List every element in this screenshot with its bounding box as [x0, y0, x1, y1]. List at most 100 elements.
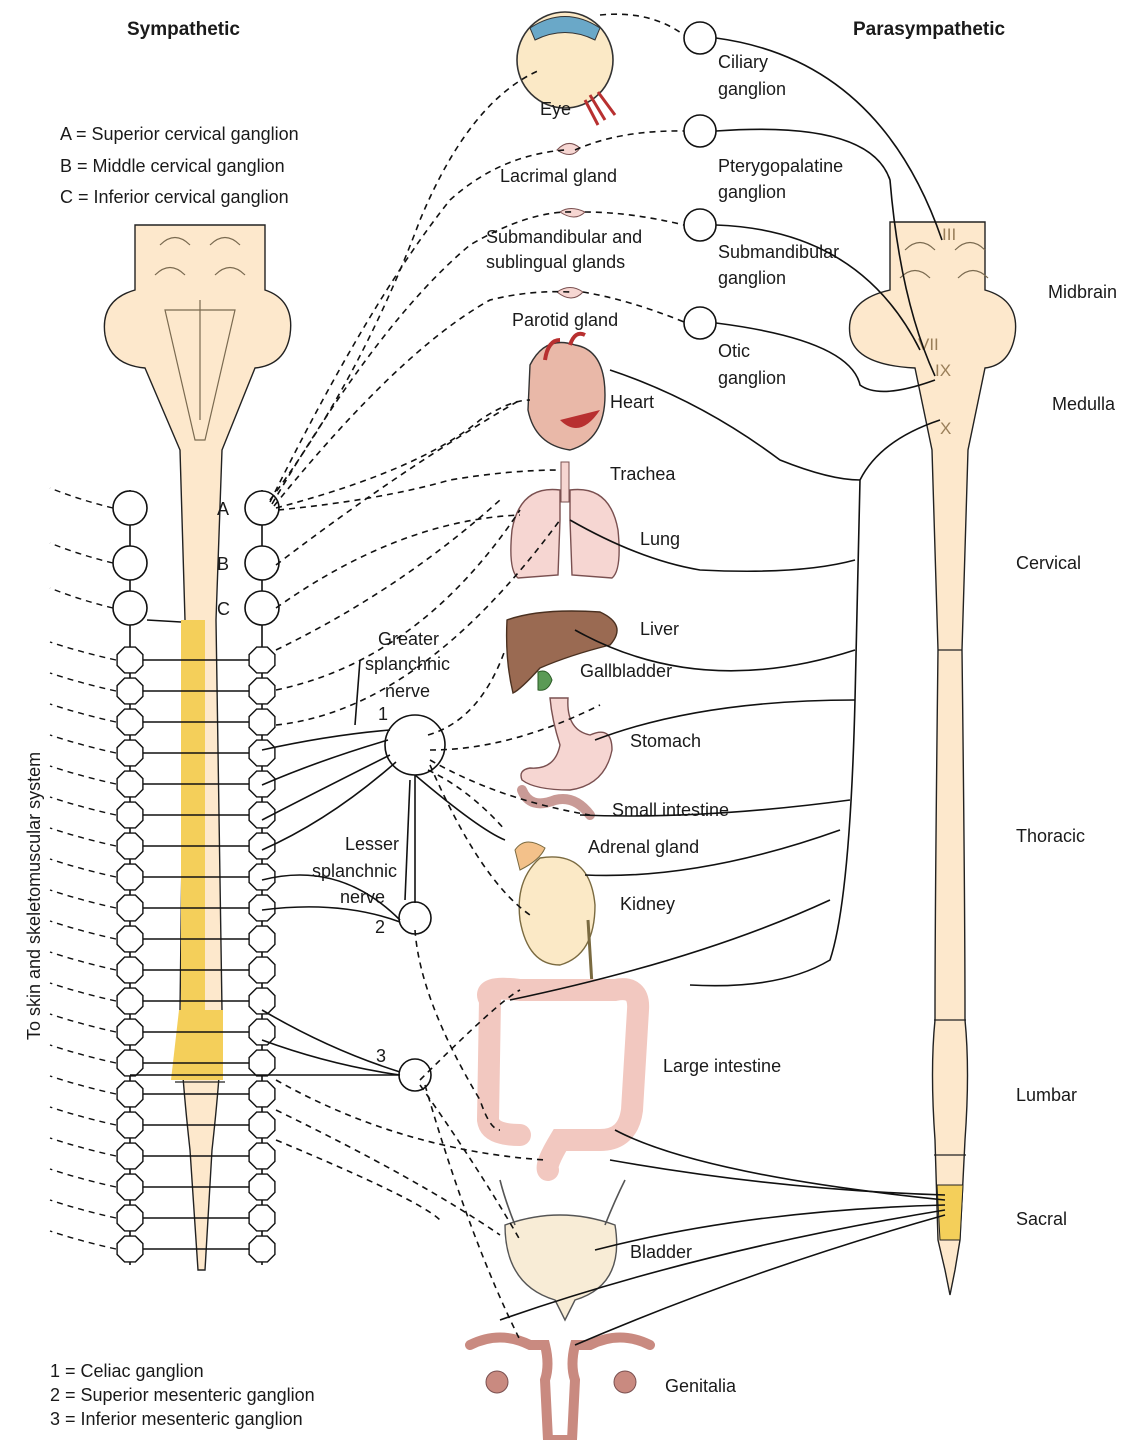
skin-nerve: [50, 890, 116, 908]
skin-nerve: [50, 828, 116, 846]
skin-nerve: [50, 588, 113, 608]
region-midbrain: Midbrain: [1048, 282, 1117, 302]
legend-middle-cervical: B = Middle cervical ganglion: [60, 156, 285, 176]
ciliary-label-1: Ciliary: [718, 52, 768, 72]
skin-nerve: [50, 797, 116, 815]
stomach-organ: [521, 698, 612, 790]
submandibular-ganglion: [684, 209, 716, 241]
inferior-cervical-ganglion: [245, 591, 279, 625]
adrenal-gland-label: Adrenal gland: [588, 837, 699, 857]
chain-ganglion-right: [249, 895, 275, 921]
legend-inferior-mesenteric: 3 = Inferior mesenteric ganglion: [50, 1409, 303, 1429]
chain-ganglion-right: [249, 1050, 275, 1076]
skin-nerve: [50, 1014, 116, 1032]
chain-ganglion-left: [117, 771, 143, 797]
parotid-gland-label: Parotid gland: [512, 310, 618, 330]
skin-nerve: [50, 766, 116, 784]
heart-organ: [528, 334, 605, 450]
bladder-organ: [505, 1215, 617, 1320]
submandibular-ganglion-label-2: ganglion: [718, 268, 786, 288]
cranial-nerve-vii: VII: [918, 335, 939, 354]
skin-nerve: [50, 1107, 116, 1125]
sympathetic-header: Sympathetic: [127, 19, 240, 40]
chain-ganglion-left: [113, 591, 147, 625]
chain-ganglion-right: [249, 678, 275, 704]
heart-label: Heart: [610, 392, 654, 412]
prevertebral-label-2: 2: [375, 917, 385, 937]
kidney-organ: [519, 857, 595, 965]
pterygopalatine-label-2: ganglion: [718, 182, 786, 202]
skin-skeletomuscular-label: To skin and skeletomuscular system: [24, 752, 44, 1040]
submandibular-label-1: Submandibular and: [486, 227, 642, 247]
chain-ganglion-left: [117, 709, 143, 735]
parasympathetic-header: Parasympathetic: [853, 19, 1006, 40]
skin-nerve: [50, 1045, 116, 1063]
skin-nerve: [50, 921, 116, 939]
chain-ganglion-right: [249, 1112, 275, 1138]
paravertebral-chain-left: [113, 491, 147, 625]
chain-ganglion-left: [117, 740, 143, 766]
celiac-ganglion: [385, 715, 445, 775]
kidney-label: Kidney: [620, 894, 675, 914]
submandibular-gland-organ: [560, 209, 585, 218]
cranial-nerve-ix: IX: [935, 361, 951, 380]
chain-ganglion-right: [249, 1019, 275, 1045]
chain-ganglion-left: [117, 1143, 143, 1169]
liver-label: Liver: [640, 619, 679, 639]
chain-ganglion-right: [249, 740, 275, 766]
chain-ganglion-right: [249, 1236, 275, 1262]
large-intestine-organ: [488, 989, 638, 1170]
lesser-splanchnic-label-3: nerve: [340, 887, 385, 907]
submandibular-ganglion-label-1: Submandibular: [718, 242, 839, 262]
skin-nerve: [50, 673, 116, 691]
skin-nerve: [50, 488, 113, 508]
legend-superior-mesenteric: 2 = Superior mesenteric ganglion: [50, 1385, 315, 1405]
chain-ganglion-left: [117, 926, 143, 952]
chain-ganglion-left: [117, 864, 143, 890]
gallbladder-organ: [538, 671, 552, 690]
otic-ganglion: [684, 307, 716, 339]
large-intestine-label: Large intestine: [663, 1056, 781, 1076]
chain-ganglion-left: [117, 988, 143, 1014]
chain-ganglion-left: [117, 1236, 143, 1262]
skin-nerve: [50, 983, 116, 1001]
submandibular-label-2: sublingual glands: [486, 252, 625, 272]
legend-superior-cervical: A = Superior cervical ganglion: [60, 124, 299, 144]
skin-nerve: [50, 543, 113, 563]
chain-ganglion-left: [117, 895, 143, 921]
chain-ganglion-left: [117, 1081, 143, 1107]
gallbladder-label: Gallbladder: [580, 661, 672, 681]
lung-organ: [511, 490, 619, 579]
chain-ganglion-right: [249, 926, 275, 952]
lesser-splanchnic-label-1: Lesser: [345, 834, 399, 854]
ciliary-ganglion: [684, 22, 716, 54]
trachea-organ: [561, 462, 569, 502]
genitalia-organ: [470, 1338, 650, 1440]
chain-ganglion-right: [249, 1143, 275, 1169]
skin-nerve: [50, 952, 116, 970]
chain-ganglion-left: [117, 678, 143, 704]
prevertebral-label-3: 3: [376, 1046, 386, 1066]
bladder-label: Bladder: [630, 1242, 692, 1262]
lumbar-highlight: [171, 1010, 223, 1080]
chain-ganglion-right: [249, 771, 275, 797]
region-lumbar: Lumbar: [1016, 1085, 1077, 1105]
eye-label: Eye: [540, 99, 571, 119]
prevertebral-label-1: 1: [378, 704, 388, 724]
greater-splanchnic-label-1: Greater: [378, 629, 439, 649]
chain-ganglion-left: [117, 1112, 143, 1138]
sacral-highlight: [937, 1185, 963, 1240]
chain-ganglion-right: [249, 1081, 275, 1107]
trachea-label: Trachea: [610, 464, 676, 484]
chain-ganglion-left: [117, 1019, 143, 1045]
cranial-nerve-x: X: [940, 419, 951, 438]
skin-nerve: [50, 735, 116, 753]
greater-splanchnic-label-2: splanchnic: [365, 654, 450, 674]
region-thoracic: Thoracic: [1016, 826, 1085, 846]
pterygopalatine-ganglion: [684, 115, 716, 147]
lacrimal-gland-label: Lacrimal gland: [500, 166, 617, 186]
chain-label-b: B: [217, 554, 229, 574]
skin-nerve: [50, 642, 116, 660]
chain-ganglion-left: [117, 1205, 143, 1231]
